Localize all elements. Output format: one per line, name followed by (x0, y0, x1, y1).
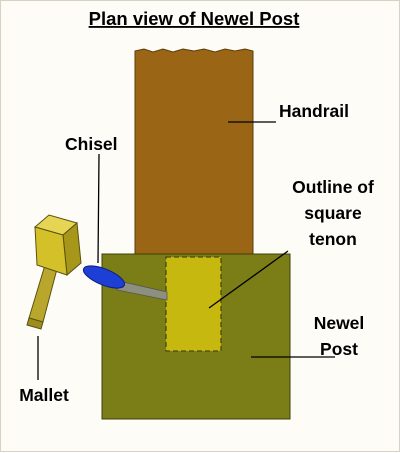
handrail-label: Handrail (279, 101, 349, 121)
newel-post-label-line-1: Newel (314, 313, 365, 333)
chisel-handle (82, 265, 126, 289)
tenon-label-line-1: Outline of (292, 177, 374, 197)
chisel-leader (97, 153, 100, 264)
mallet-handle (26, 264, 58, 330)
tenon-label-line-2: square (304, 203, 362, 223)
chisel-label: Chisel (65, 134, 118, 154)
newel-post-label-line-2: Post (320, 339, 358, 359)
handrail-shape (134, 48, 254, 264)
diagram-title: Plan view of Newel Post (89, 8, 300, 29)
mallet-label: Mallet (19, 385, 69, 405)
tenon-outline-shape (165, 256, 222, 352)
tenon-label-line-3: tenon (309, 229, 357, 249)
tenon-leader (208, 250, 289, 309)
mallet-head (33, 214, 82, 277)
